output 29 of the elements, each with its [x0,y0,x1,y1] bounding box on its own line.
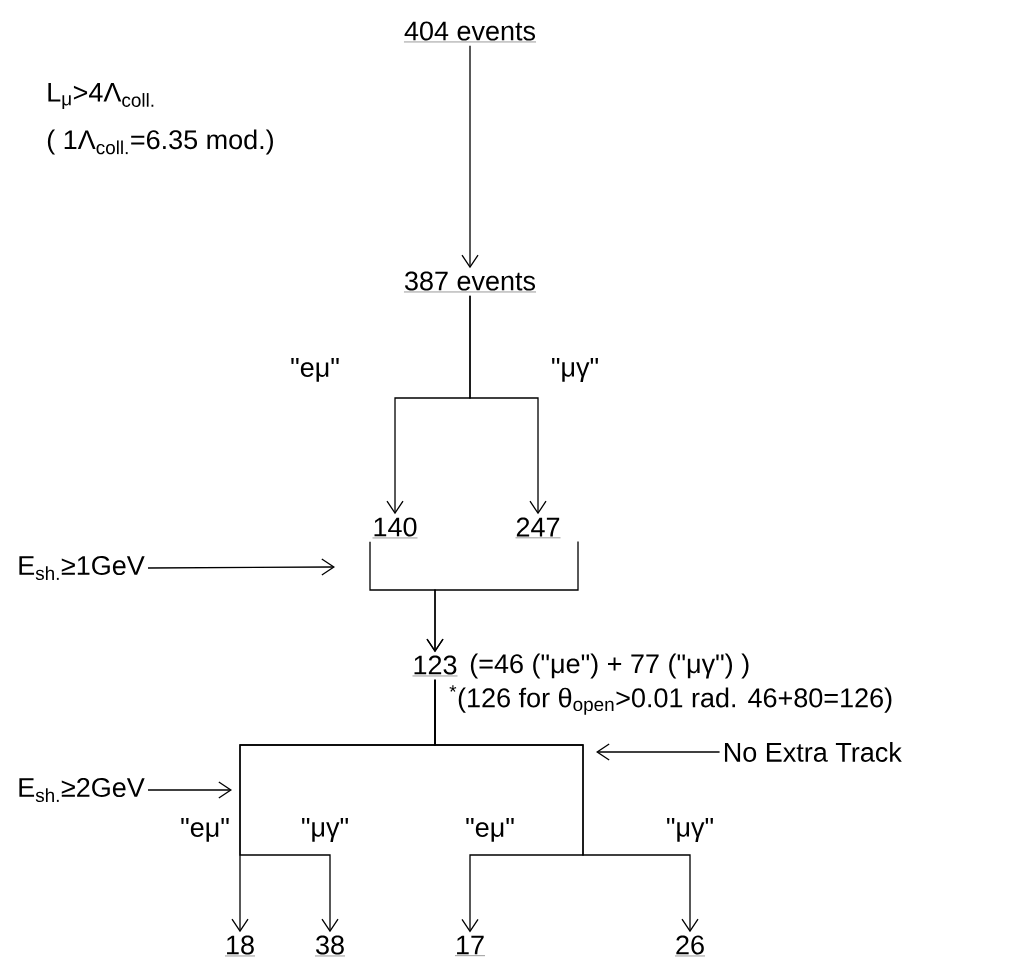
count-label: 38 [314,935,346,957]
cut-label: E$_{sh.}$≥2GeV [19,777,145,803]
edge-label: "eμ" [464,817,516,843]
count-label: 17 [454,935,486,956]
cut-arrow [596,743,721,761]
cut-label: No Extra Track [725,742,902,762]
arrow [469,295,547,515]
arrow [434,679,699,933]
edge-label: "μγ" [664,816,716,844]
edge-label: "eμ" [289,357,341,383]
arrow [426,540,579,653]
count-label: 404 events [403,21,537,43]
count-label: 140 [372,517,418,539]
count-label: 123 [412,655,458,677]
cut-arrow [147,558,335,576]
cut-arrow [147,781,232,799]
count-label: 387 events [403,271,537,293]
edge-label: "μγ" [299,816,351,844]
arrow [461,45,479,269]
edge-label: "μγ" [549,356,601,384]
condition-text: L$_{μ}$>4Λ$_{coll.}$ [48,83,154,109]
edge-label: "eμ" [179,817,231,843]
count-label: 18 [224,935,256,957]
count-label: 26 [674,935,706,957]
cut-label: E$_{sh.}$≥1GeV [19,555,145,581]
count-label: 247 [515,517,561,539]
condition-text: ( 1Λ$_{coll.}$=6.35 mod.) [47,129,273,155]
annotation-text: $^{*}$(126 for θ$_{open}$>0.01 rad. 46+80=126) [449,685,892,715]
annotation-text: (=46 ("μe") + 77 ("μγ") ) [470,653,749,679]
